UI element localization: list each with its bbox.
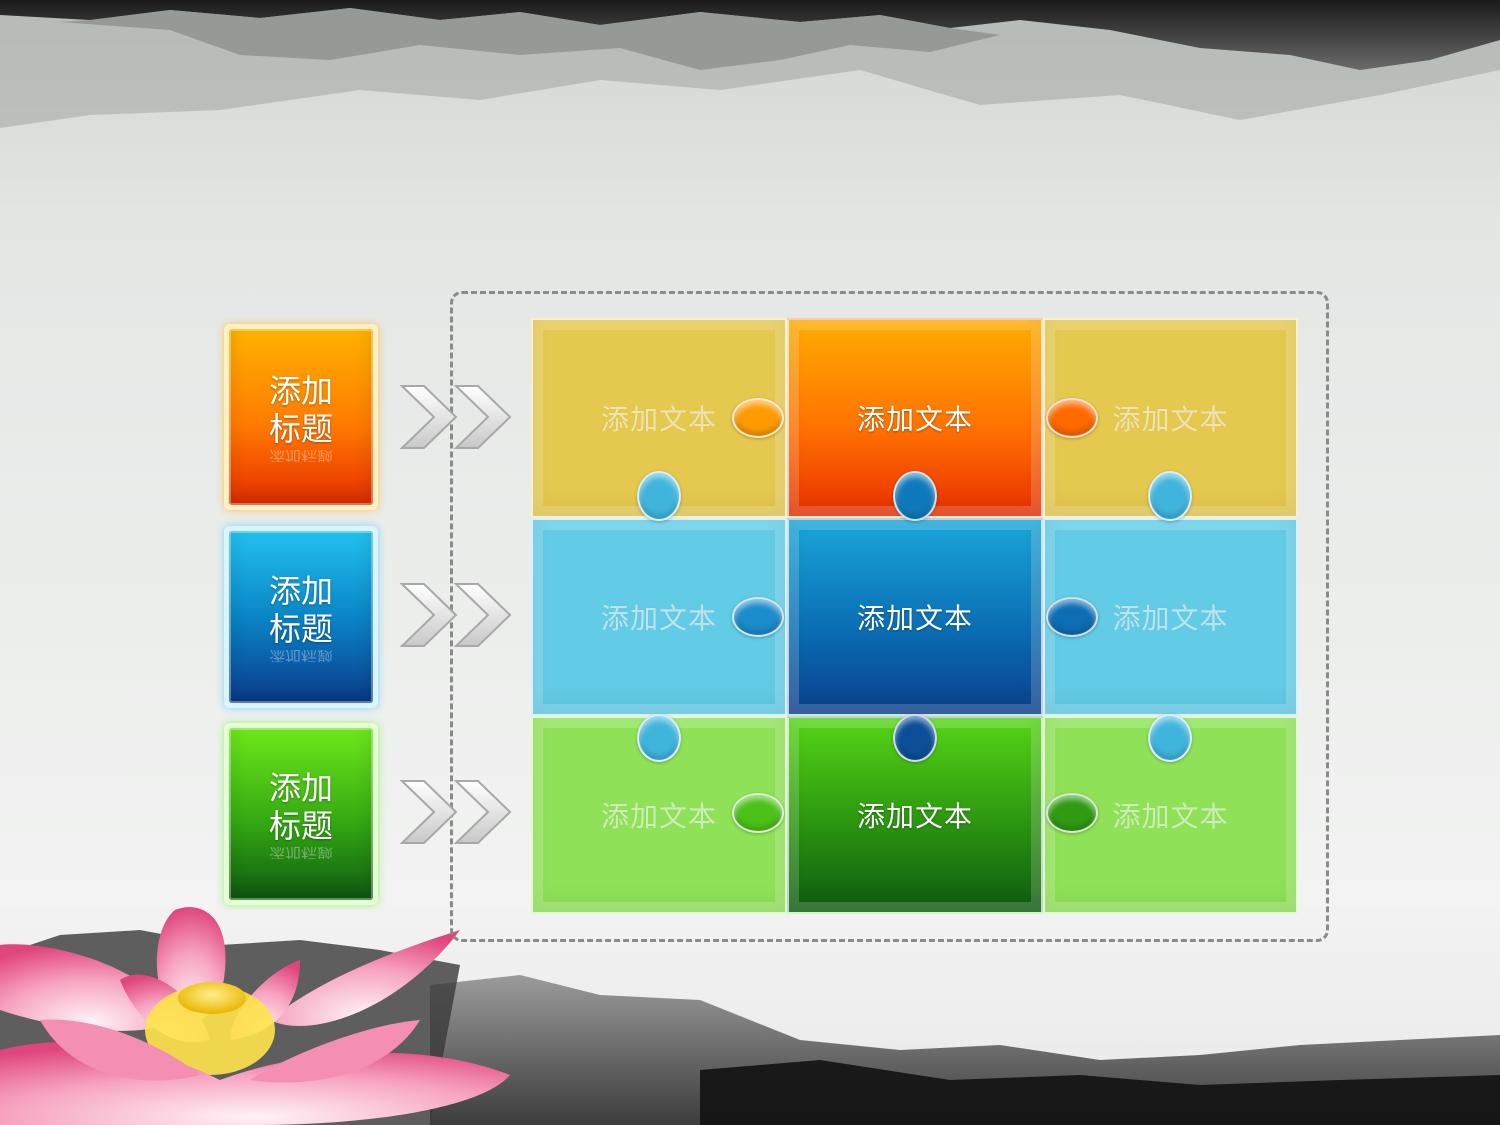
double-chevron-right-icon: [400, 385, 512, 449]
puzzle-knob: [732, 793, 784, 833]
puzzle-knob: [732, 398, 784, 438]
puzzle-knob: [637, 714, 681, 762]
piece-text: 添加文本: [856, 602, 973, 635]
piece-text: 添加文本: [856, 403, 973, 436]
piece-text: 添加文本: [1112, 800, 1229, 833]
puzzle-knob: [637, 471, 681, 521]
title-reflection: 添加标题: [268, 650, 333, 662]
puzzle-piece-r2-c2[interactable]: 添加文本: [787, 518, 1043, 716]
piece-text: 添加文本: [600, 403, 717, 436]
title-reflection: 添加标题: [268, 847, 333, 859]
puzzle-knob: [893, 714, 937, 762]
puzzle-knob: [1148, 471, 1192, 521]
puzzle-grid: 添加文本 添加文本 添加文本 添加文本 添加文本 添加文本 添加文本 添加文本 …: [531, 318, 1298, 914]
puzzle-knob: [893, 471, 937, 521]
puzzle-knob: [1148, 714, 1192, 762]
puzzle-knob: [1046, 597, 1098, 637]
title-box-orange[interactable]: 添加标题 添加标题: [224, 324, 378, 510]
piece-text: 添加文本: [1112, 602, 1229, 635]
puzzle-knob: [1046, 398, 1098, 438]
title-label: 添加标题: [268, 572, 333, 648]
piece-text: 添加文本: [600, 602, 717, 635]
title-label: 添加标题: [268, 769, 333, 845]
double-chevron-right-icon: [400, 780, 512, 844]
title-box-inner: 添加标题 添加标题: [229, 531, 373, 703]
puzzle-knob: [732, 597, 784, 637]
piece-text: 添加文本: [1112, 403, 1229, 436]
title-box-green[interactable]: 添加标题 添加标题: [224, 723, 378, 905]
title-box-blue[interactable]: 添加标题 添加标题: [224, 526, 378, 708]
double-chevron-right-icon: [400, 583, 512, 647]
title-box-inner: 添加标题 添加标题: [229, 329, 373, 505]
lotus-flower: [0, 907, 510, 1125]
piece-text: 添加文本: [600, 800, 717, 833]
title-reflection: 添加标题: [268, 450, 333, 462]
title-label: 添加标题: [268, 372, 333, 448]
puzzle-knob: [1046, 793, 1098, 833]
piece-text: 添加文本: [856, 800, 973, 833]
title-box-inner: 添加标题 添加标题: [229, 728, 373, 900]
